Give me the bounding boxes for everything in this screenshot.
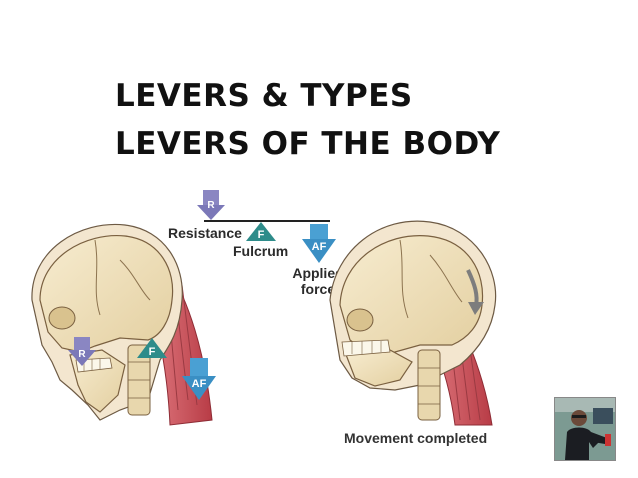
- left-resistance-arrow: R: [68, 337, 96, 366]
- left-head-figure: [31, 223, 213, 426]
- legend-af-label: AF: [312, 241, 327, 253]
- movement-caption: Movement completed: [344, 430, 488, 446]
- left-applied-arrow: AF: [182, 358, 216, 400]
- right-head-figure: [329, 220, 497, 426]
- legend-fulcrum-triangle: F: [246, 222, 276, 241]
- legend-resistance-arrow: R: [197, 190, 225, 220]
- legend-f-label: F: [258, 229, 265, 241]
- legend-applied-arrow: AF: [302, 224, 336, 263]
- legend-applied-text-1: Applied: [292, 265, 343, 281]
- legend-applied-text-2: force: [301, 281, 335, 297]
- legend: R F AF Resistance Fulcrum Applied force: [168, 190, 344, 297]
- left-f-label: F: [149, 346, 156, 358]
- presenter-photo: [554, 397, 616, 461]
- left-af-label: AF: [192, 378, 207, 390]
- legend-resistance-text: Resistance: [168, 225, 242, 241]
- legend-fulcrum-text: Fulcrum: [233, 243, 288, 259]
- legend-r-label: R: [207, 200, 215, 211]
- title-line-2: LEVERS OF THE BODY: [115, 126, 501, 162]
- left-r-label: R: [78, 349, 86, 360]
- left-fulcrum-triangle: F: [137, 338, 167, 358]
- title-line-1: LEVERS & TYPES: [115, 78, 413, 114]
